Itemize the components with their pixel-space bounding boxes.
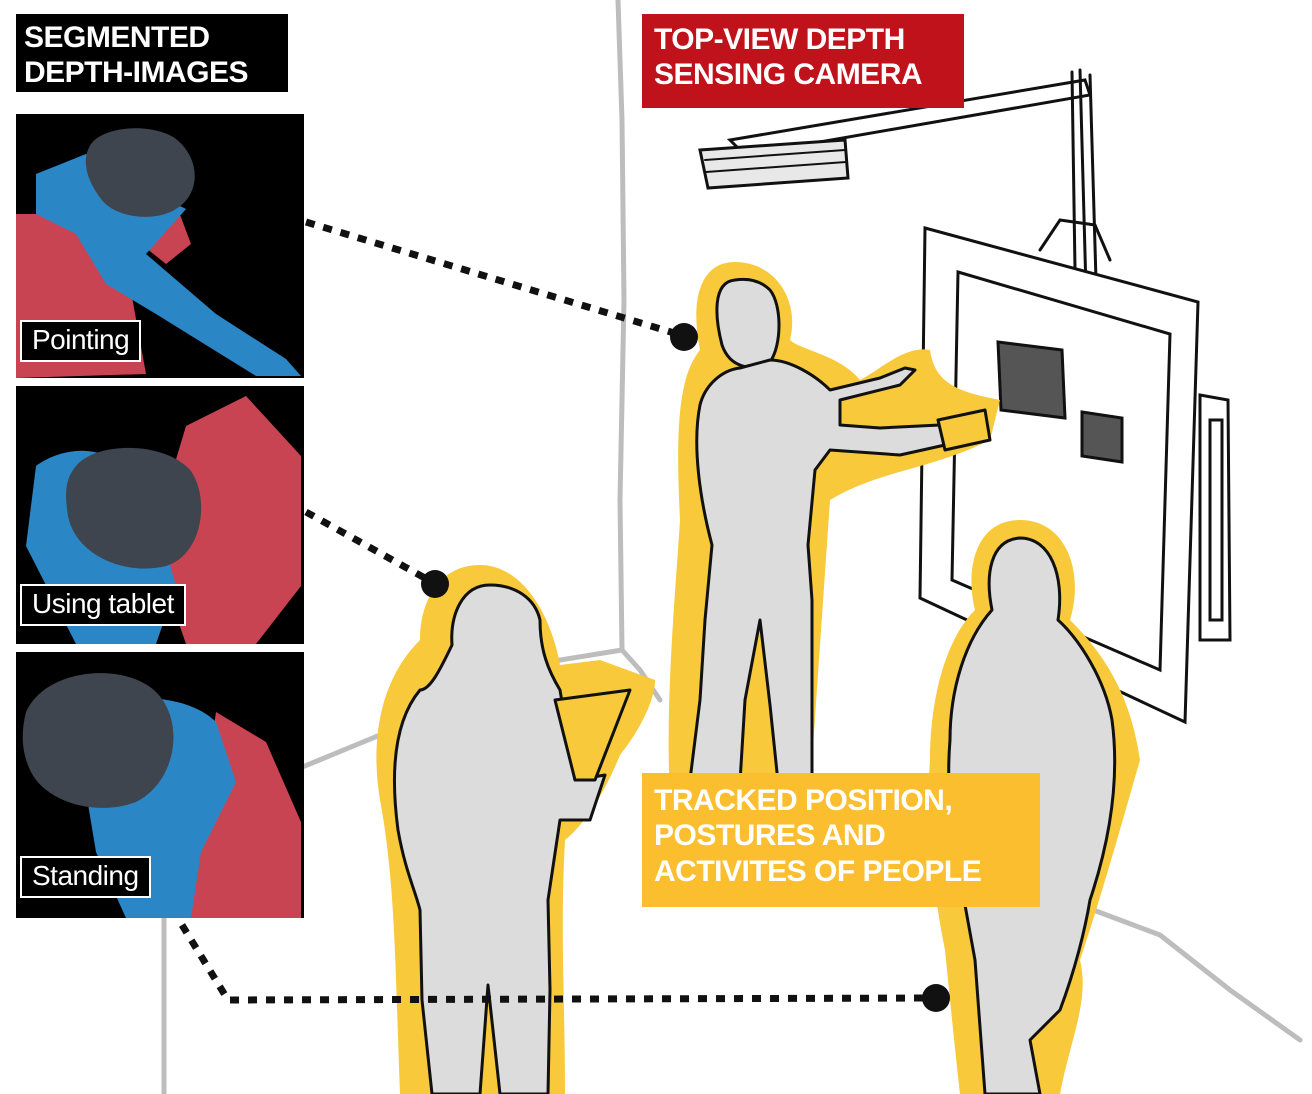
person-tablet [393, 583, 632, 1094]
depth-panel-pointing: Pointing [16, 114, 304, 378]
tracking-title-line-1: TRACKED POSITION, [654, 784, 953, 817]
camera-title-line-1: TOP-VIEW DEPTH [654, 23, 905, 56]
connector-lines [179, 218, 937, 1004]
tracking-title-line-2: POSTURES AND [654, 819, 886, 853]
standing-label: Standing [20, 856, 151, 898]
segmented-title-line-1: SEGMENTED [24, 21, 210, 54]
tracking-title: TRACKED POSITION, POSTURES AND ACTIVITES… [642, 773, 1040, 907]
using-tablet-label: Using tablet [20, 584, 186, 626]
segmented-title-line-2: DEPTH-IMAGES [24, 56, 249, 90]
depth-panel-standing: Standing [16, 652, 304, 918]
camera-title-line-2: SENSING CAMERA [654, 58, 923, 92]
pointing-label: Pointing [20, 320, 142, 362]
tracking-title-line-3: ACTIVITES OF PEOPLE [654, 854, 982, 888]
person-pointing [688, 277, 992, 784]
connector-dots [421, 323, 950, 1012]
segmented-depth-images-title: SEGMENTED DEPTH-IMAGES [16, 14, 288, 92]
depth-camera [698, 68, 1112, 292]
camera-title: TOP-VIEW DEPTH SENSING CAMERA [642, 14, 964, 108]
depth-panel-using-tablet: Using tablet [16, 386, 304, 644]
